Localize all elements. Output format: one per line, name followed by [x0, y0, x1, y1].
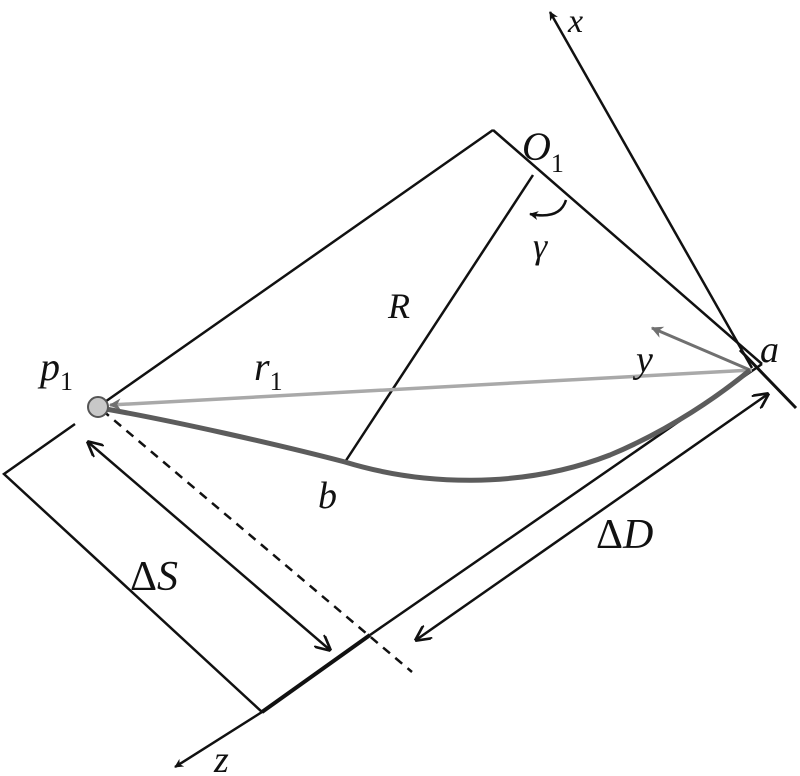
- x-axis: [548, 11, 754, 369]
- edge-extension: [738, 348, 798, 410]
- label-R: R: [387, 286, 410, 326]
- y-axis: [650, 326, 751, 372]
- label-a: a: [760, 329, 779, 371]
- dashed-projection-line: [101, 409, 413, 673]
- point-p1: [87, 396, 109, 418]
- r1-ray: [108, 368, 753, 411]
- label-r1: r1: [254, 344, 283, 396]
- delta-s-dimension: [88, 442, 330, 650]
- label-gamma: γ: [533, 226, 548, 266]
- z-axis: [174, 710, 263, 769]
- label-b: b: [318, 475, 337, 517]
- label-delta-d: ΔD: [596, 512, 653, 558]
- boundary-outline: [101, 128, 763, 637]
- radius-line: [343, 174, 535, 463]
- label-p1: p1: [37, 344, 73, 396]
- gamma-arc: [529, 199, 568, 220]
- label-O1: O1: [522, 124, 564, 178]
- label-delta-s: ΔS: [130, 554, 178, 600]
- label-x: x: [567, 3, 583, 40]
- label-y: y: [632, 339, 653, 381]
- z-axis-thick-segment: [260, 633, 372, 714]
- label-z: z: [213, 739, 229, 776]
- delta-d-dimension: [416, 394, 768, 640]
